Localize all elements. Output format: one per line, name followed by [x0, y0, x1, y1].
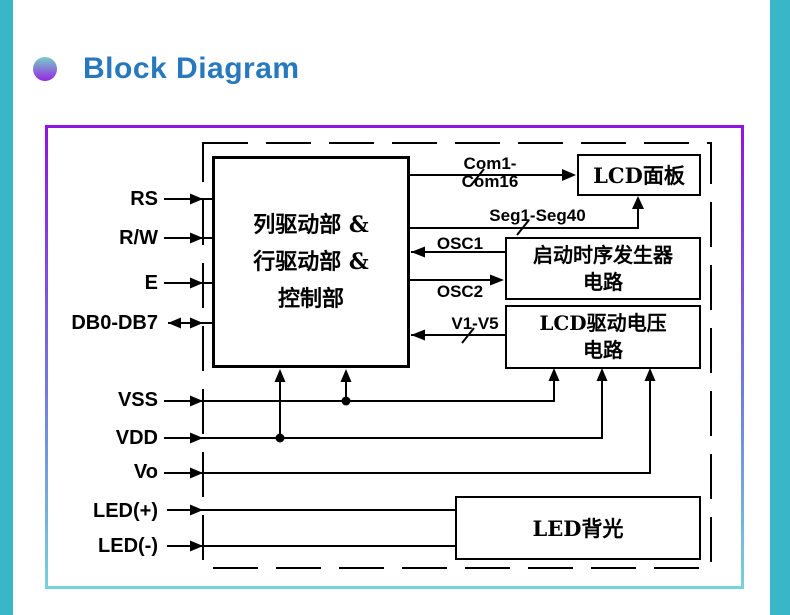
- bus-label-osc2: OSC2: [436, 282, 484, 301]
- vss-wire: [164, 368, 560, 407]
- e-wire: [164, 277, 214, 289]
- led-plus-wire: [167, 504, 455, 516]
- pin-label-led-plus: LED(+): [93, 500, 158, 522]
- block-timing-generator-line2: 电路: [583, 269, 623, 294]
- diagram-wires: [164, 142, 712, 569]
- block-driver-controller: 列驱动部 & 行驱动部 & 控制部: [212, 156, 410, 368]
- osc2-wire: [410, 274, 504, 286]
- block-driver-controller-line3: 控制部: [277, 285, 344, 312]
- rs-wire: [164, 193, 214, 205]
- block-lcd-panel: LCD面板: [577, 154, 701, 196]
- vdd-wire: [164, 368, 608, 444]
- seg-bus-wire: [410, 196, 644, 236]
- block-lcd-drive-voltage-line2: 电路: [583, 338, 623, 362]
- com-bus-wire: [410, 168, 576, 185]
- osc1-wire: [411, 246, 505, 258]
- page-border-left: [0, 0, 13, 615]
- block-timing-generator: 启动时序发生器 电路: [505, 237, 701, 300]
- bus-label-seg1-seg40: Seg1-Seg40: [489, 206, 586, 225]
- v1-v5-wire: [411, 327, 505, 344]
- bullet-icon: [33, 57, 57, 81]
- block-led-backlight: LED背光: [455, 496, 701, 560]
- vo-wire: [164, 368, 656, 479]
- block-driver-controller-line1: 列驱动部 &: [253, 211, 369, 238]
- block-led-backlight-label: LED背光: [532, 516, 624, 541]
- bus-label-osc1: OSC1: [436, 234, 484, 253]
- pin-label-vo: Vo: [133, 461, 158, 483]
- block-timing-generator-line1: 启动时序发生器: [533, 242, 673, 267]
- pin-label-e: E: [144, 272, 158, 294]
- pin-label-led-minus: LED(-): [98, 535, 158, 557]
- block-lcd-drive-voltage: LCD驱动电压 电路: [505, 305, 701, 369]
- pin-label-vss: VSS: [117, 389, 158, 411]
- pin-label-db0-db7: DB0-DB7: [71, 312, 158, 334]
- pin-label-vdd: VDD: [115, 427, 158, 449]
- block-lcd-panel-label: LCD面板: [593, 163, 685, 188]
- block-diagram-panel: 列驱动部 & 行驱动部 & 控制部 LCD面板 启动时序发生器 电路 LCD驱动…: [45, 125, 744, 589]
- chip-boundary-dashed-frame: [202, 142, 712, 569]
- pin-label-rs: RS: [130, 188, 158, 210]
- led-minus-wire: [167, 540, 455, 552]
- bus-label-v1-v5: V1-V5: [451, 314, 499, 333]
- bus-label-com1-com16: Com1-Com16: [461, 154, 519, 191]
- db-wire: [168, 317, 214, 329]
- page-border-right: [770, 0, 790, 615]
- block-driver-controller-line2: 行驱动部 &: [253, 248, 369, 275]
- block-lcd-drive-voltage-line1: LCD驱动电压: [539, 311, 667, 335]
- section-header: Block Diagram: [33, 52, 300, 86]
- page-title: Block Diagram: [83, 52, 300, 85]
- pin-label-rw: R/W: [119, 227, 158, 249]
- rw-wire: [164, 232, 214, 244]
